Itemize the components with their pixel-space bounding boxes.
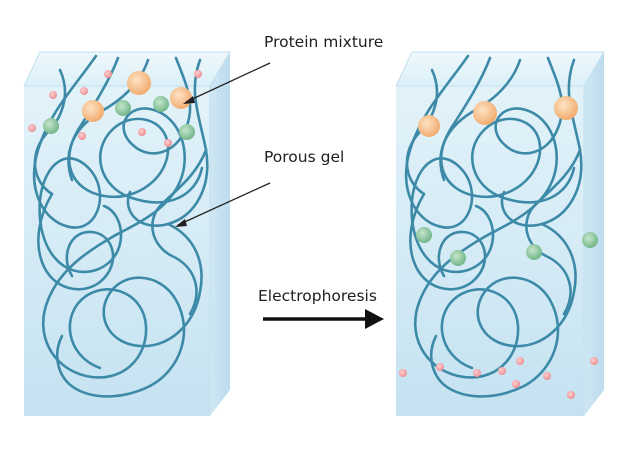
separated-proteins-group bbox=[399, 96, 598, 399]
large-protein bbox=[418, 115, 440, 137]
callout-protein-mixture: Protein mixture bbox=[183, 33, 383, 104]
medium-protein bbox=[179, 124, 195, 140]
gel-side-face bbox=[210, 52, 230, 416]
small-protein bbox=[516, 357, 524, 365]
leader-arrowhead bbox=[183, 96, 195, 104]
small-protein bbox=[164, 139, 172, 147]
gel-edge bbox=[395, 51, 605, 87]
small-protein bbox=[138, 128, 146, 136]
small-protein bbox=[194, 70, 202, 78]
small-protein bbox=[80, 87, 88, 95]
small-protein bbox=[473, 369, 481, 377]
small-protein bbox=[28, 124, 36, 132]
medium-protein bbox=[526, 244, 542, 260]
porous-gel-label: Porous gel bbox=[264, 148, 344, 166]
large-protein bbox=[554, 96, 578, 120]
small-protein bbox=[512, 380, 520, 388]
small-protein bbox=[543, 372, 551, 380]
gel-top-face bbox=[24, 52, 230, 86]
small-protein bbox=[498, 367, 506, 375]
small-protein bbox=[590, 357, 598, 365]
gel-strands-after bbox=[404, 54, 583, 398]
medium-protein bbox=[115, 100, 131, 116]
large-protein bbox=[82, 100, 104, 122]
leader-line bbox=[177, 182, 271, 226]
medium-protein bbox=[582, 232, 598, 248]
small-protein bbox=[399, 369, 407, 377]
large-protein bbox=[127, 71, 151, 95]
small-protein bbox=[104, 70, 112, 78]
small-protein bbox=[567, 391, 575, 399]
small-protein bbox=[78, 132, 86, 140]
electrophoresis-label: Electrophoresis bbox=[258, 287, 377, 305]
medium-protein bbox=[153, 96, 169, 112]
callout-porous-gel: Porous gel bbox=[175, 148, 344, 227]
large-protein bbox=[170, 87, 192, 109]
callout-electrophoresis: Electrophoresis bbox=[258, 287, 384, 329]
leader-line bbox=[185, 62, 271, 103]
medium-protein bbox=[450, 250, 466, 266]
leader-arrowhead bbox=[175, 219, 187, 227]
electrophoresis-arrowhead bbox=[365, 309, 384, 329]
medium-protein bbox=[416, 227, 432, 243]
large-protein bbox=[473, 101, 497, 125]
small-protein bbox=[49, 91, 57, 99]
medium-protein bbox=[43, 118, 59, 134]
protein-mixture-label: Protein mixture bbox=[264, 33, 383, 51]
protein-mixture-group bbox=[28, 70, 202, 147]
gel-top-face bbox=[396, 52, 604, 86]
small-protein bbox=[436, 363, 444, 371]
